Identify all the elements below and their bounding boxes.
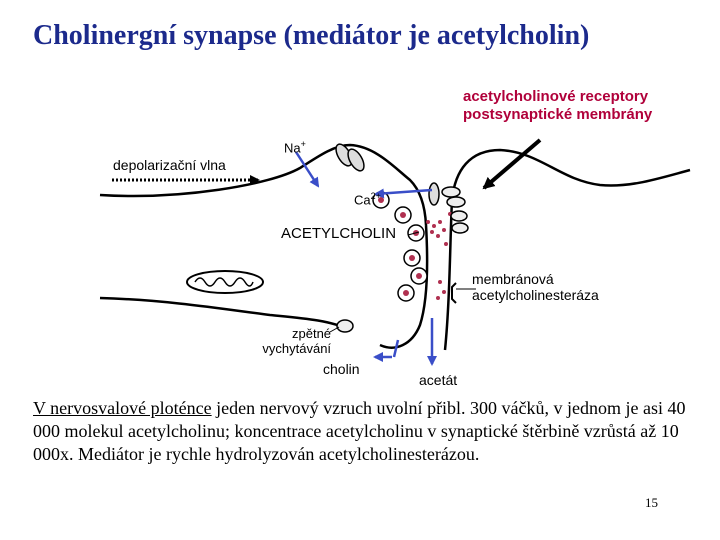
acetylcholine-label: ACETYLCHOLIN <box>281 225 397 242</box>
sodium-arrow <box>294 151 320 188</box>
page-number: 15 <box>645 495 658 510</box>
sodium-channel <box>335 143 365 172</box>
page-title: Cholinergní synapse (mediátor je acetylc… <box>33 20 590 51</box>
caption-underlined: V nervosvalové ploténce <box>33 398 212 418</box>
presynaptic-membrane-bottom <box>99 296 351 332</box>
sodium-label: Na+ <box>284 139 306 156</box>
reuptake-transporter <box>336 319 354 333</box>
acetylcholine-pointer <box>407 231 420 236</box>
synaptic-vesicles <box>372 191 428 302</box>
acetate-label: acetát <box>419 372 458 388</box>
caption-text: V nervosvalové ploténce jeden nervový vz… <box>33 397 703 466</box>
choline-label: cholin <box>323 361 360 377</box>
depolarization-label: depolarizační vlna <box>113 157 226 173</box>
receptors-arrow <box>482 138 542 190</box>
reuptake-label-line2: vychytávání <box>262 341 332 356</box>
receptors-label-line1: acetylcholinové receptory <box>463 88 649 105</box>
acetylcholine-receptors <box>441 186 469 234</box>
receptors-label: acetylcholinové receptory postsynaptické… <box>463 88 652 124</box>
esterase-label-line2: acetylcholinesteráza <box>472 287 599 303</box>
postsynaptic-membrane <box>443 148 691 351</box>
mitochondrion <box>186 270 264 294</box>
caption-rest: jeden nervový vzruch uvolní přibl. 300 v… <box>33 398 686 464</box>
reuptake-label-line1: zpětné <box>292 326 332 341</box>
calcium-channel <box>428 182 440 206</box>
esterase-label: membránová acetylcholinesteráza <box>472 271 599 303</box>
reuptake-label: zpětné vychytávání <box>262 326 331 356</box>
esterase-label-line1: membránová <box>472 271 554 287</box>
acetylcholinesterase <box>451 282 457 304</box>
calcium-label: Ca2+ <box>354 191 381 208</box>
released-acetylcholine <box>426 212 452 300</box>
reuptake-pointer <box>329 326 340 333</box>
receptors-label-line2: postsynaptické membrány <box>463 106 653 123</box>
calcium-arrow <box>374 188 433 199</box>
